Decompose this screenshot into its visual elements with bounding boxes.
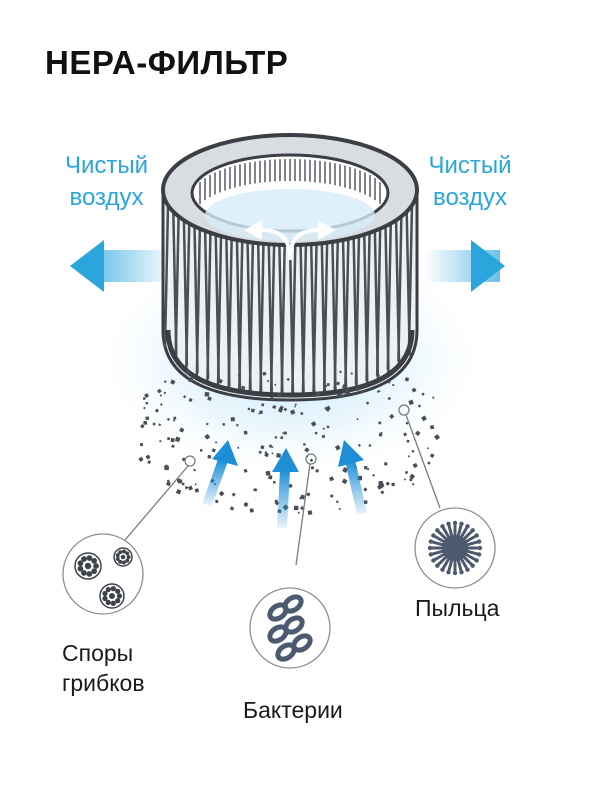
inner-arrow-left-head <box>244 220 262 240</box>
particle-cloud <box>138 370 441 515</box>
spores-label-line2: грибков <box>62 670 145 696</box>
clean-air-left-line2: воздух <box>69 184 144 211</box>
spores-label: Споры грибков <box>62 638 192 698</box>
inner-pleats <box>199 159 381 204</box>
pollen-icon <box>414 507 496 589</box>
pollen-label: Пыльца <box>415 595 500 621</box>
callout-lines <box>124 404 441 566</box>
clean-air-right-line2: воздух <box>432 184 508 211</box>
clean-air-right-label: Чистый воздух <box>410 150 530 214</box>
page-title: HEPA-ФИЛЬТР <box>45 44 289 81</box>
clean-air-right-line1: Чистый <box>428 152 512 179</box>
clean-air-left-label: Чистый воздух <box>44 150 169 214</box>
filter-pleats <box>163 205 414 396</box>
bacteria-icon <box>249 587 331 669</box>
spores-icon <box>62 533 144 615</box>
incoming-air-arrows <box>202 440 367 529</box>
inner-arrow-right-head <box>318 220 336 240</box>
hepa-filter <box>161 133 419 402</box>
inner-airflow-arrows <box>260 228 320 260</box>
clean-air-right-arrow <box>425 240 505 292</box>
bacteria-label: Бактерии <box>243 697 343 723</box>
clean-air-left-line1: Чистый <box>64 152 149 179</box>
spores-label-line1: Споры <box>62 640 134 666</box>
